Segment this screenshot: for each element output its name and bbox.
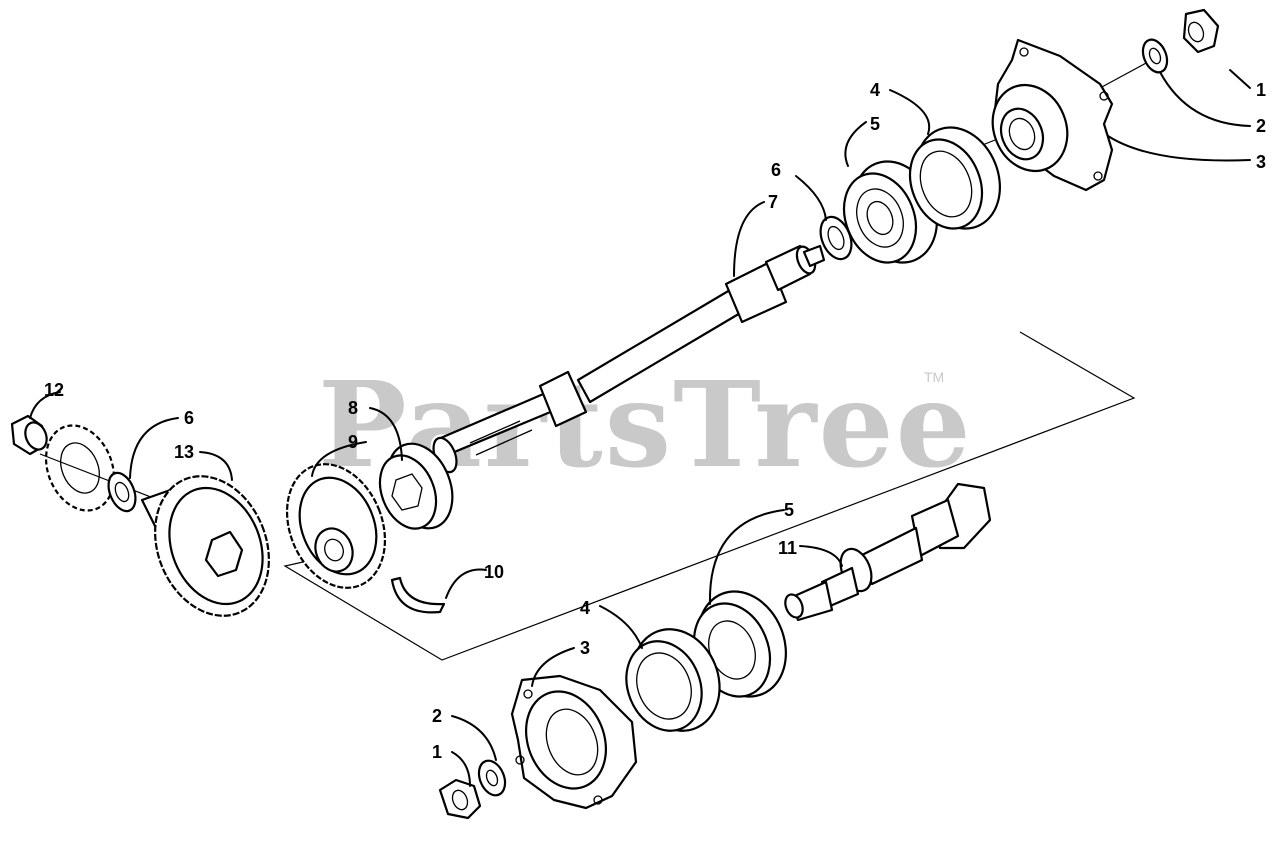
callout-lower-1: 1 bbox=[432, 742, 442, 762]
upper-seal-4 bbox=[908, 126, 1001, 230]
callout-lower-5: 5 bbox=[784, 500, 794, 520]
callout-lower-4: 4 bbox=[580, 598, 590, 618]
lower-seal-4 bbox=[625, 628, 721, 732]
lower-nut-1 bbox=[438, 778, 482, 820]
callout-clip-10: 10 bbox=[484, 562, 504, 582]
assembly-bracket bbox=[283, 331, 1136, 661]
lower-shaft-11 bbox=[784, 482, 992, 622]
leader-lines bbox=[29, 69, 1251, 787]
upper-flange-3 bbox=[991, 38, 1114, 192]
gear-13 bbox=[140, 475, 270, 617]
nut-12 bbox=[10, 414, 48, 456]
callout-left-6: 6 bbox=[184, 408, 194, 428]
callout-lower-2: 2 bbox=[432, 706, 442, 726]
callout-gear-9: 9 bbox=[348, 432, 358, 452]
left-washer-6 bbox=[107, 471, 137, 513]
callout-lower-3: 3 bbox=[580, 638, 590, 658]
bevel-gear-9 bbox=[285, 463, 387, 589]
clip-10 bbox=[390, 576, 446, 614]
callout-shaft-7: 7 bbox=[768, 192, 778, 212]
upper-bearing-5 bbox=[842, 160, 938, 264]
callout-upper-5: 5 bbox=[870, 114, 880, 134]
callout-shaft-11: 11 bbox=[778, 538, 797, 558]
upper-nut-1 bbox=[1182, 8, 1220, 54]
callout-bearing-8: 8 bbox=[348, 398, 358, 418]
callout-upper-4: 4 bbox=[870, 80, 880, 100]
callout-upper-1: 1 bbox=[1256, 80, 1266, 100]
watermark-tm: TM bbox=[924, 369, 944, 385]
callout-upper-2: 2 bbox=[1256, 116, 1266, 136]
bearing-8 bbox=[378, 442, 454, 530]
upper-washer-2 bbox=[1141, 38, 1169, 74]
callout-labels: 1 2 3 4 5 6 7 8 9 10 11 12 13 6 5 4 3 2 … bbox=[44, 80, 1266, 762]
callout-nut-12: 12 bbox=[44, 380, 64, 400]
callout-upper-3: 3 bbox=[1256, 152, 1266, 172]
callout-upper-6: 6 bbox=[771, 160, 781, 180]
callout-gear-13: 13 bbox=[174, 442, 194, 462]
lower-washer-2 bbox=[477, 759, 507, 797]
lower-flange-3 bbox=[510, 674, 638, 810]
main-shaft bbox=[432, 244, 826, 474]
